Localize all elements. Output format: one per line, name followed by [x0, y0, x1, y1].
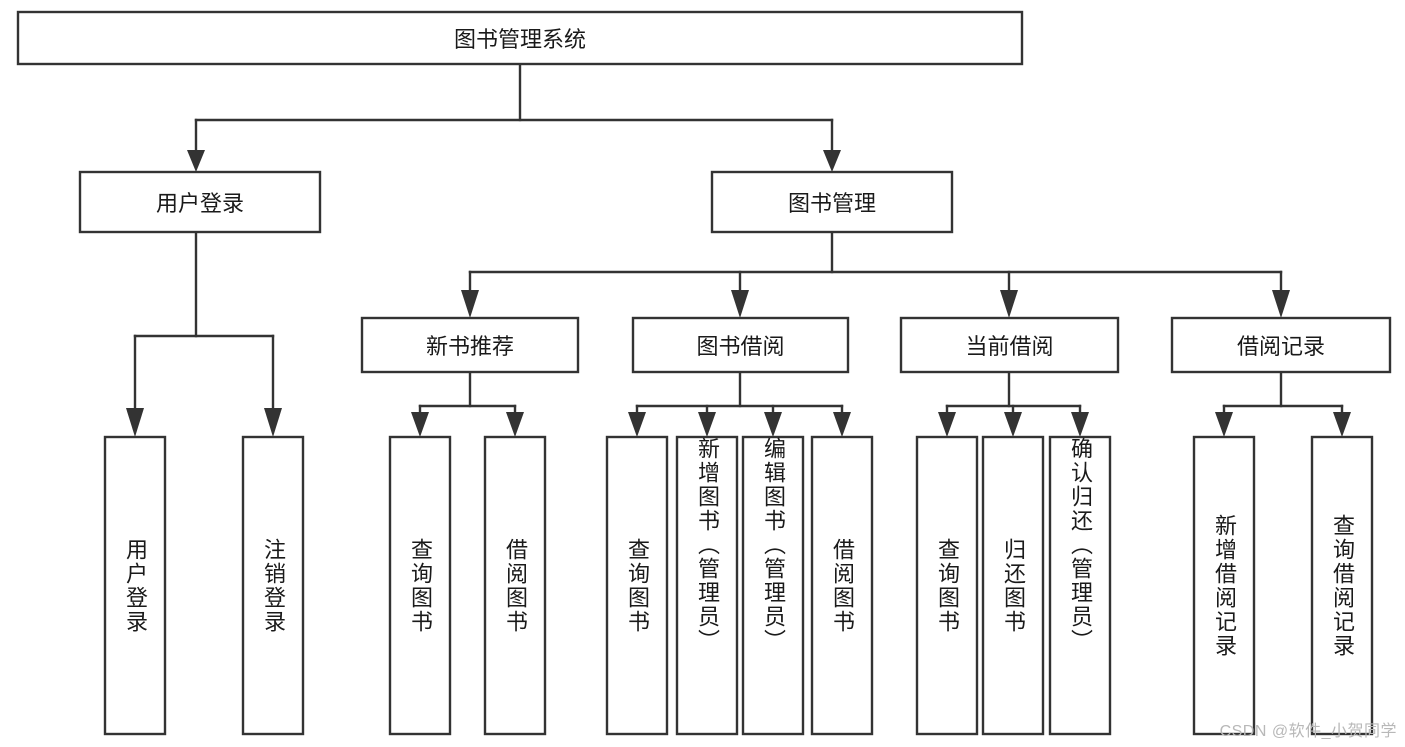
arrowhead-ul-leaf2	[264, 408, 282, 437]
node-borrow-records[interactable]	[1170, 316, 1392, 374]
leaf-rc-query-record[interactable]	[1310, 435, 1374, 736]
arrowhead-cb-leaf1	[938, 412, 956, 437]
arrowhead-rc-leaf1	[1215, 412, 1233, 437]
arrowhead-current	[1000, 290, 1018, 318]
arrowhead-bw-leaf4	[833, 412, 851, 437]
node-user-login[interactable]	[78, 170, 322, 234]
arrowhead-new-book	[461, 290, 479, 318]
arrowhead-book-mgmt	[823, 150, 841, 172]
arrowhead-rc-leaf2	[1333, 412, 1351, 437]
leaf-rc-add-record[interactable]	[1192, 435, 1256, 736]
node-book-borrow[interactable]	[631, 316, 850, 374]
arrowhead-borrow	[731, 290, 749, 318]
leaf-bw-query-book[interactable]	[605, 435, 669, 736]
node-current-borrow[interactable]	[899, 316, 1120, 374]
node-book-management[interactable]	[710, 170, 954, 234]
leaf-user-login[interactable]	[103, 435, 167, 736]
arrowhead-ul-leaf1	[126, 408, 144, 437]
leaf-bw-edit-book[interactable]	[741, 435, 805, 736]
arrowhead-records	[1272, 290, 1290, 318]
arrowhead-bw-leaf3	[764, 412, 782, 437]
arrowhead-bw-leaf1	[628, 412, 646, 437]
leaf-cb-confirm-return[interactable]	[1048, 435, 1112, 736]
leaf-nb-query-book[interactable]	[388, 435, 452, 736]
arrowhead-user-login	[187, 150, 205, 172]
leaf-bw-add-book[interactable]	[675, 435, 739, 736]
leaf-logout[interactable]	[241, 435, 305, 736]
leaf-cb-return-book[interactable]	[981, 435, 1045, 736]
node-root[interactable]	[16, 10, 1024, 66]
leaf-cb-query-book[interactable]	[915, 435, 979, 736]
leaf-nb-borrow-book[interactable]	[483, 435, 547, 736]
arrowhead-nb-leaf2	[506, 412, 524, 437]
arrowhead-cb-leaf2	[1004, 412, 1022, 437]
arrowhead-cb-leaf3	[1071, 412, 1089, 437]
leaf-bw-borrow-book[interactable]	[810, 435, 874, 736]
node-new-book-recommend[interactable]	[360, 316, 580, 374]
csdn-watermark: CSDN @软件_小贺同学	[1219, 723, 1397, 740]
arrowhead-bw-leaf2	[698, 412, 716, 437]
arrowhead-nb-leaf1	[411, 412, 429, 437]
